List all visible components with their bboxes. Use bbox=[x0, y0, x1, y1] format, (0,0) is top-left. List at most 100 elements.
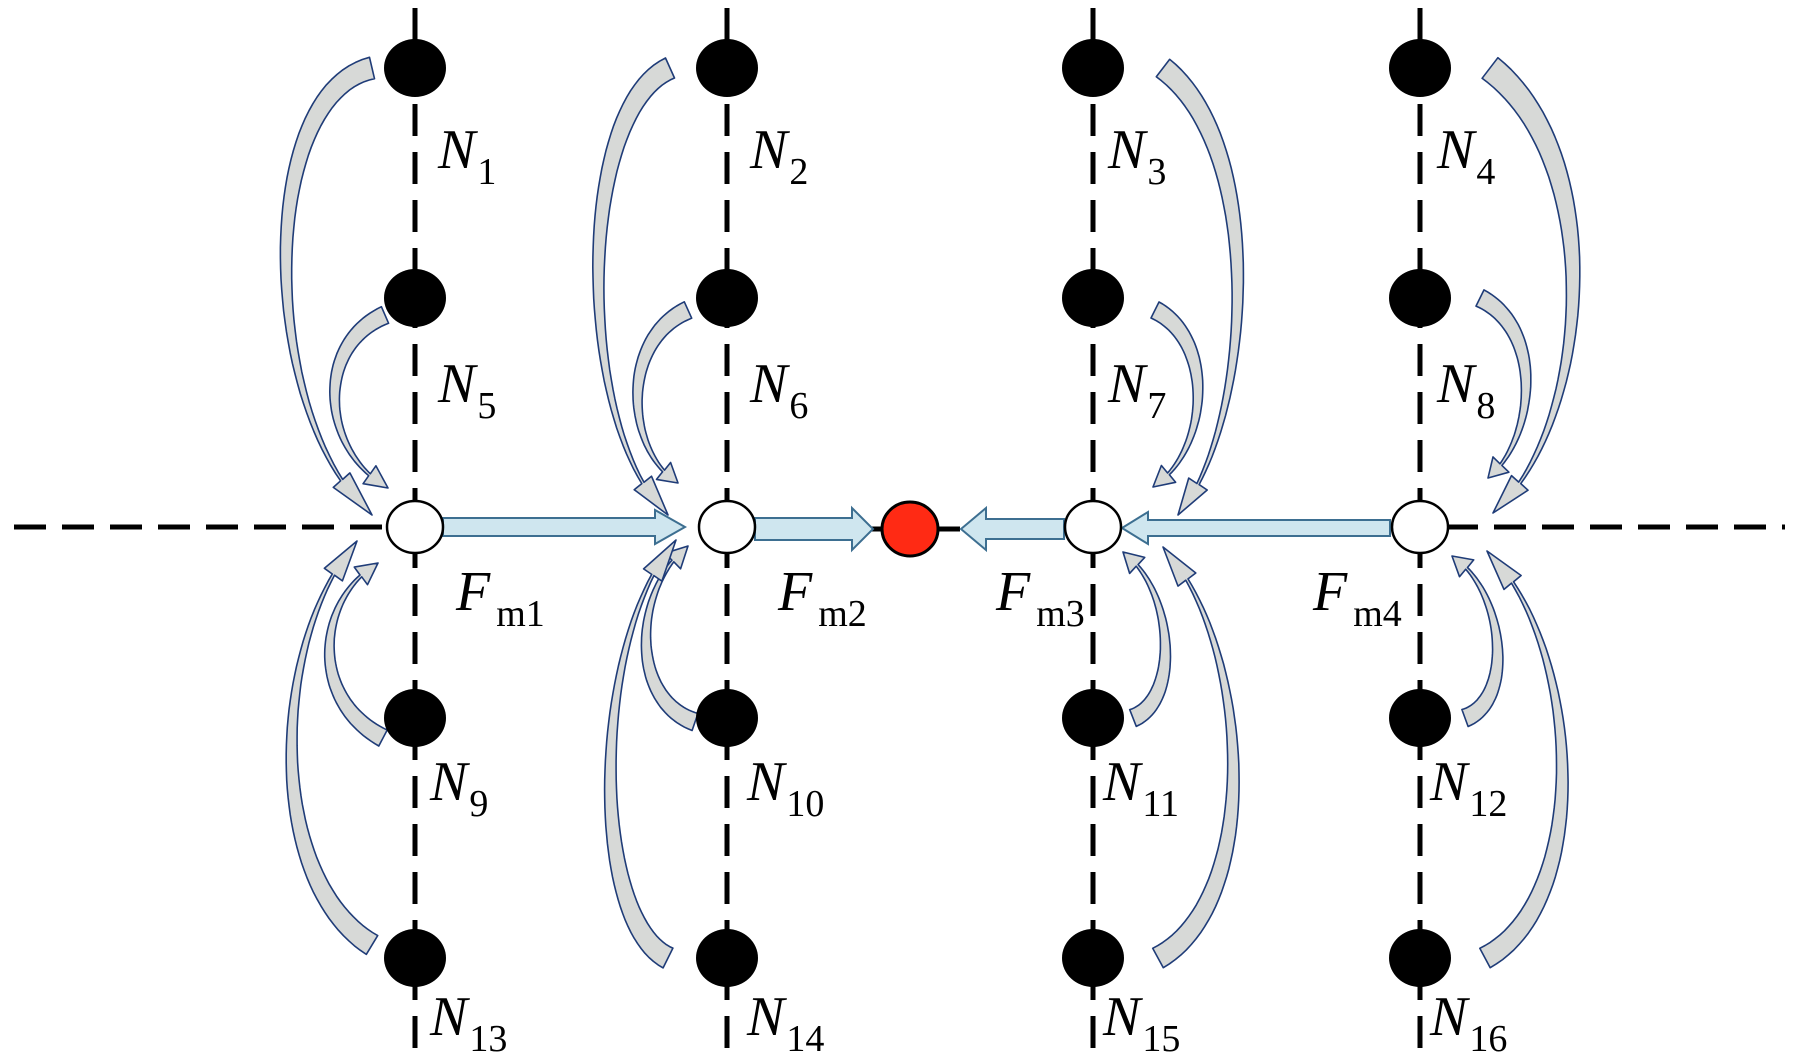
label-n3-main: N bbox=[1107, 119, 1148, 181]
curve-arrow-n6 bbox=[632, 301, 693, 484]
node-n13 bbox=[384, 929, 446, 987]
label-n4-main: N bbox=[1436, 119, 1477, 181]
label-n14-subscript: 14 bbox=[786, 1018, 824, 1060]
label-n7-main: N bbox=[1107, 353, 1148, 415]
target-node bbox=[880, 500, 940, 558]
label-n6-main: N bbox=[749, 353, 790, 415]
label-n12: N12 bbox=[1429, 751, 1507, 825]
node-n14 bbox=[696, 929, 758, 987]
label-n12-subscript: 12 bbox=[1469, 783, 1507, 825]
nodes bbox=[384, 39, 1451, 987]
label-n6-subscript: 6 bbox=[789, 385, 808, 427]
curve-arrow-n9 bbox=[323, 562, 388, 747]
label-n7: N7 bbox=[1107, 353, 1166, 427]
label-n14-main: N bbox=[746, 986, 787, 1048]
force-arrows bbox=[442, 505, 1391, 553]
label-n4-subscript: 4 bbox=[1476, 151, 1495, 193]
label-n14: N14 bbox=[746, 986, 824, 1060]
label-n9: N9 bbox=[429, 751, 488, 825]
label-fm1-subscript: m1 bbox=[496, 593, 545, 635]
label-n10-main: N bbox=[746, 751, 787, 813]
label-n2-subscript: 2 bbox=[789, 151, 808, 193]
label-n2: N2 bbox=[749, 119, 808, 193]
label-n1-subscript: 1 bbox=[477, 151, 496, 193]
node-n3 bbox=[1062, 39, 1124, 97]
label-n11: N11 bbox=[1102, 751, 1179, 825]
label-n15: N15 bbox=[1102, 986, 1180, 1060]
curve-arrow-n10 bbox=[640, 545, 699, 732]
hub-node-3 bbox=[1063, 499, 1123, 555]
label-n5: N5 bbox=[437, 353, 496, 427]
label-n5-subscript: 5 bbox=[477, 385, 496, 427]
curve-arrow-n4 bbox=[1481, 56, 1581, 514]
curved-arrows bbox=[279, 56, 1581, 969]
label-n8-subscript: 8 bbox=[1476, 385, 1495, 427]
label-n9-main: N bbox=[429, 751, 470, 813]
node-n6 bbox=[696, 269, 758, 327]
label-n1-main: N bbox=[437, 119, 478, 181]
node-n10 bbox=[696, 689, 758, 747]
curve-arrow-n1 bbox=[279, 56, 376, 516]
label-n6: N6 bbox=[749, 353, 808, 427]
curve-arrow-n16 bbox=[1479, 550, 1569, 969]
curve-arrow-n15 bbox=[1151, 546, 1240, 969]
force-arrow-fm4 bbox=[1120, 510, 1391, 546]
label-n11-main: N bbox=[1102, 751, 1143, 813]
label-fm1-main: F bbox=[455, 561, 491, 623]
hub-nodes bbox=[385, 499, 1450, 555]
node-n2 bbox=[696, 39, 758, 97]
label-n9-subscript: 9 bbox=[469, 783, 488, 825]
curve-arrow-n14 bbox=[603, 539, 677, 969]
force-arrow-fm3 bbox=[959, 505, 1065, 553]
label-n4: N4 bbox=[1436, 119, 1495, 193]
node-n1 bbox=[384, 39, 446, 97]
node-n12 bbox=[1389, 689, 1451, 747]
label-n3-subscript: 3 bbox=[1147, 151, 1166, 193]
node-n4 bbox=[1389, 39, 1451, 97]
curve-arrow-n3 bbox=[1155, 58, 1245, 516]
node-n5 bbox=[384, 269, 446, 327]
curve-arrow-n8 bbox=[1475, 289, 1532, 479]
label-n1: N1 bbox=[437, 119, 496, 193]
label-fm3-main: F bbox=[995, 561, 1031, 623]
curve-arrow-n12 bbox=[1451, 555, 1504, 728]
label-n16-main: N bbox=[1429, 986, 1470, 1048]
label-n7-subscript: 7 bbox=[1147, 385, 1166, 427]
label-n13: N13 bbox=[429, 986, 507, 1060]
node-n8 bbox=[1389, 269, 1451, 327]
label-fm4-subscript: m4 bbox=[1353, 593, 1402, 635]
curve-arrow-n11 bbox=[1122, 551, 1172, 728]
node-n7 bbox=[1062, 269, 1124, 327]
label-fm4-main: F bbox=[1312, 561, 1348, 623]
hub-node-1 bbox=[385, 499, 445, 555]
label-n13-main: N bbox=[429, 986, 470, 1048]
label-fm2-main: F bbox=[777, 561, 813, 623]
node-n15 bbox=[1062, 929, 1124, 987]
node-n16 bbox=[1389, 929, 1451, 987]
label-n10-subscript: 10 bbox=[786, 783, 824, 825]
label-n15-main: N bbox=[1102, 986, 1143, 1048]
label-n2-main: N bbox=[749, 119, 790, 181]
hub-node-4 bbox=[1390, 499, 1450, 555]
label-n12-main: N bbox=[1429, 751, 1470, 813]
node-n9 bbox=[384, 689, 446, 747]
force-arrow-fm1 bbox=[442, 508, 688, 546]
label-n15-subscript: 15 bbox=[1142, 1018, 1180, 1060]
label-fm2-subscript: m2 bbox=[818, 593, 867, 635]
hub-node-2 bbox=[697, 499, 757, 555]
label-n16-subscript: 16 bbox=[1469, 1018, 1507, 1060]
curve-arrow-n7 bbox=[1150, 301, 1204, 488]
curve-arrow-n2 bbox=[592, 57, 676, 516]
label-n10: N10 bbox=[746, 751, 824, 825]
label-n3: N3 bbox=[1107, 119, 1166, 193]
curve-arrow-n5 bbox=[329, 305, 390, 489]
label-n8: N8 bbox=[1436, 353, 1495, 427]
label-n8-main: N bbox=[1436, 353, 1477, 415]
label-n11-subscript: 11 bbox=[1142, 783, 1179, 825]
